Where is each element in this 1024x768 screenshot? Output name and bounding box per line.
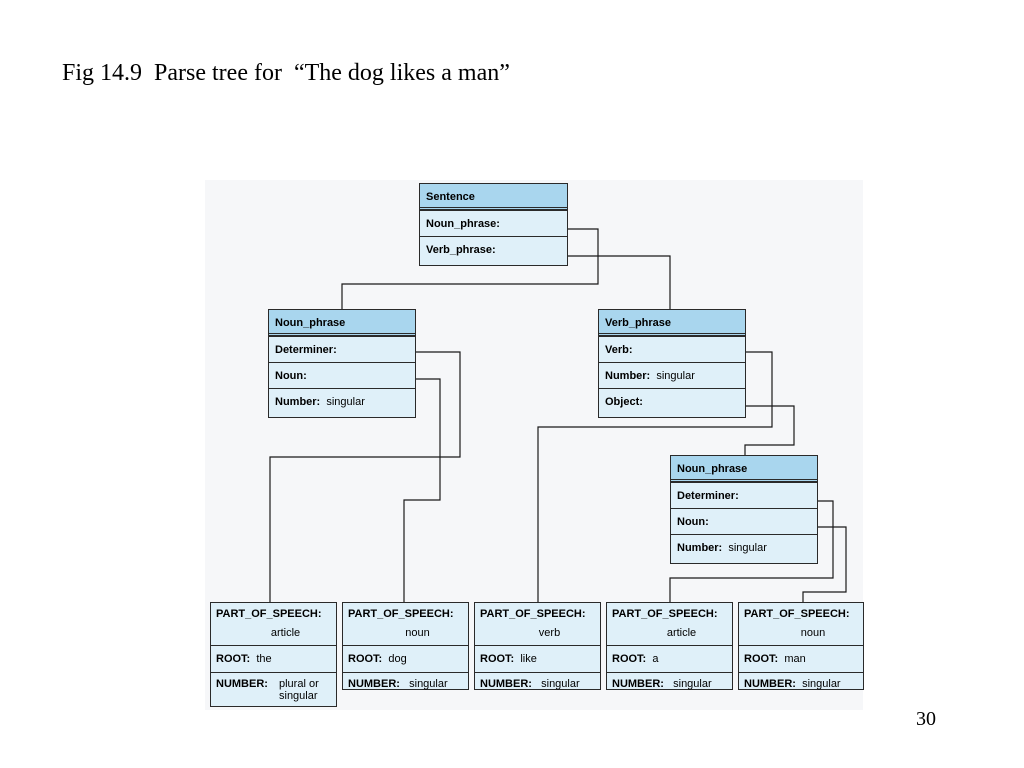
noun-phrase-box-1: Noun_phrase Determiner: Noun: Number: si… — [268, 309, 416, 418]
verb-phrase-box: Verb_phrase Verb: Number: singular Objec… — [598, 309, 746, 418]
leaf-dog-part-of-speech: PART_OF_SPEECH:noun — [343, 603, 468, 646]
slide-title: Fig 14.9 Parse tree for “The dog likes a… — [62, 60, 510, 86]
noun-phrase-2-header: Noun_phrase — [671, 456, 817, 482]
sentence-verb-phrase-slot: Verb_phrase: — [420, 236, 567, 262]
sentence-header: Sentence — [420, 184, 567, 210]
noun-phrase-1-noun: Noun: — [269, 362, 415, 388]
noun-phrase-2-noun: Noun: — [671, 508, 817, 534]
leaf-man-root: ROOT: man — [739, 646, 863, 673]
leaf-a-root: ROOT: a — [607, 646, 732, 673]
leaf-the-root: ROOT: the — [211, 646, 336, 673]
noun-phrase-2-determiner: Determiner: — [671, 482, 817, 508]
leaf-like-number: NUMBER: singular — [480, 678, 580, 690]
verb-phrase-number: Number: singular — [599, 362, 745, 388]
leaf-box-like: PART_OF_SPEECH:verb ROOT: like NUMBER: s… — [474, 602, 601, 690]
sentence-noun-phrase-slot: Noun_phrase: — [420, 210, 567, 236]
leaf-dog-number: NUMBER: singular — [348, 678, 448, 690]
leaf-like-part-of-speech: PART_OF_SPEECH:verb — [475, 603, 600, 646]
leaf-the-number: NUMBER:plural or singular — [216, 678, 319, 702]
leaf-man-part-of-speech: PART_OF_SPEECH:noun — [739, 603, 863, 646]
slide-number: 30 — [916, 708, 936, 730]
noun-phrase-box-2: Noun_phrase Determiner: Noun: Number: si… — [670, 455, 818, 564]
verb-phrase-header: Verb_phrase — [599, 310, 745, 336]
leaf-man-number: NUMBER: singular — [744, 678, 841, 690]
leaf-a-number: NUMBER: singular — [612, 678, 712, 690]
leaf-box-man: PART_OF_SPEECH:noun ROOT: man NUMBER: si… — [738, 602, 864, 690]
verb-phrase-verb: Verb: — [599, 336, 745, 362]
leaf-a-part-of-speech: PART_OF_SPEECH:article — [607, 603, 732, 646]
leaf-dog-root: ROOT: dog — [343, 646, 468, 673]
leaf-box-a: PART_OF_SPEECH:article ROOT: a NUMBER: s… — [606, 602, 733, 690]
noun-phrase-1-header: Noun_phrase — [269, 310, 415, 336]
sentence-box: Sentence Noun_phrase: Verb_phrase: — [419, 183, 568, 266]
noun-phrase-1-number: Number: singular — [269, 388, 415, 414]
noun-phrase-1-determiner: Determiner: — [269, 336, 415, 362]
leaf-box-the: PART_OF_SPEECH:article ROOT: the NUMBER:… — [210, 602, 337, 707]
leaf-the-part-of-speech: PART_OF_SPEECH:article — [211, 603, 336, 646]
verb-phrase-object: Object: — [599, 388, 745, 414]
noun-phrase-2-number: Number: singular — [671, 534, 817, 560]
leaf-like-root: ROOT: like — [475, 646, 600, 673]
leaf-box-dog: PART_OF_SPEECH:noun ROOT: dog NUMBER: si… — [342, 602, 469, 690]
